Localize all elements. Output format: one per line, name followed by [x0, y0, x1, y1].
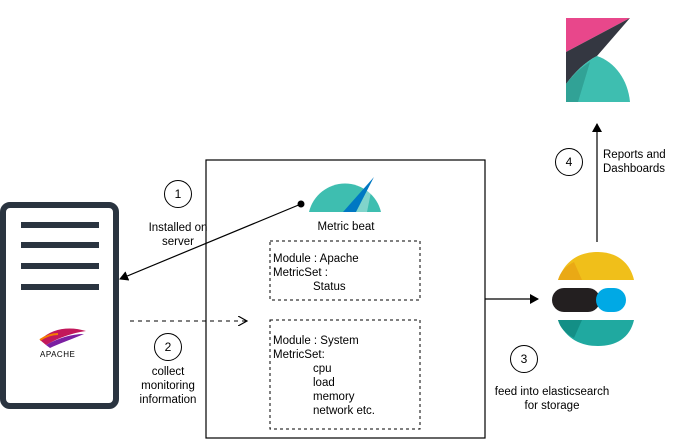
- module-apache-item: Status: [313, 281, 346, 293]
- module-system-item: load: [313, 377, 335, 389]
- step-3-label: feed into elasticsearch for storage: [484, 385, 620, 413]
- step-2-label-line: collect: [151, 366, 185, 378]
- module-system-metricset-label: MetricSet:: [273, 349, 325, 361]
- module-system-item: memory: [313, 391, 355, 403]
- step-2-label-line: monitoring: [141, 380, 195, 392]
- metricbeat-title: Metric beat: [317, 221, 375, 233]
- module-apache-box: [269, 240, 421, 301]
- metricbeat-gauge-icon: [309, 177, 381, 212]
- step-1-label-line: server: [162, 236, 194, 248]
- step-4-label-line: Dashboards: [603, 163, 666, 175]
- apache-feather-icon: [39, 328, 86, 348]
- module-system-box: [269, 319, 421, 430]
- step-2-badge: 2: [154, 333, 182, 361]
- module-system-item: cpu: [313, 363, 332, 375]
- elasticsearch-logo-icon: [552, 252, 634, 346]
- module-system-item: network etc.: [313, 405, 375, 417]
- step-3-badge: 3: [510, 345, 538, 373]
- step-2-label: collect monitoring information: [130, 365, 206, 407]
- install-arrow: [119, 203, 302, 281]
- step-3-label-line: feed into elasticsearch: [494, 386, 610, 398]
- step-1-badge: 1: [164, 180, 192, 208]
- module-system-label: Module : System: [273, 335, 359, 347]
- step-4-label-line: Reports and: [603, 149, 666, 161]
- step-1-label: Installed on server: [140, 221, 216, 249]
- step-3-label-line: for storage: [524, 400, 580, 412]
- module-apache-label: Module : Apache: [273, 253, 359, 265]
- step-1-label-line: Installed on: [148, 222, 208, 234]
- kibana-logo-icon: [566, 18, 630, 102]
- server-icon: [0, 202, 119, 409]
- module-system-text: Module : System MetricSet: cpu load memo…: [273, 334, 375, 418]
- step-4-label: Reports and Dashboards: [603, 148, 666, 176]
- module-apache-text: Module : Apache MetricSet : Status: [273, 252, 359, 294]
- step-2-label-line: information: [139, 394, 197, 406]
- apache-logo-text: APACHE: [40, 350, 76, 359]
- step-4-badge: 4: [555, 148, 583, 176]
- module-apache-metricset-label: MetricSet :: [273, 267, 328, 279]
